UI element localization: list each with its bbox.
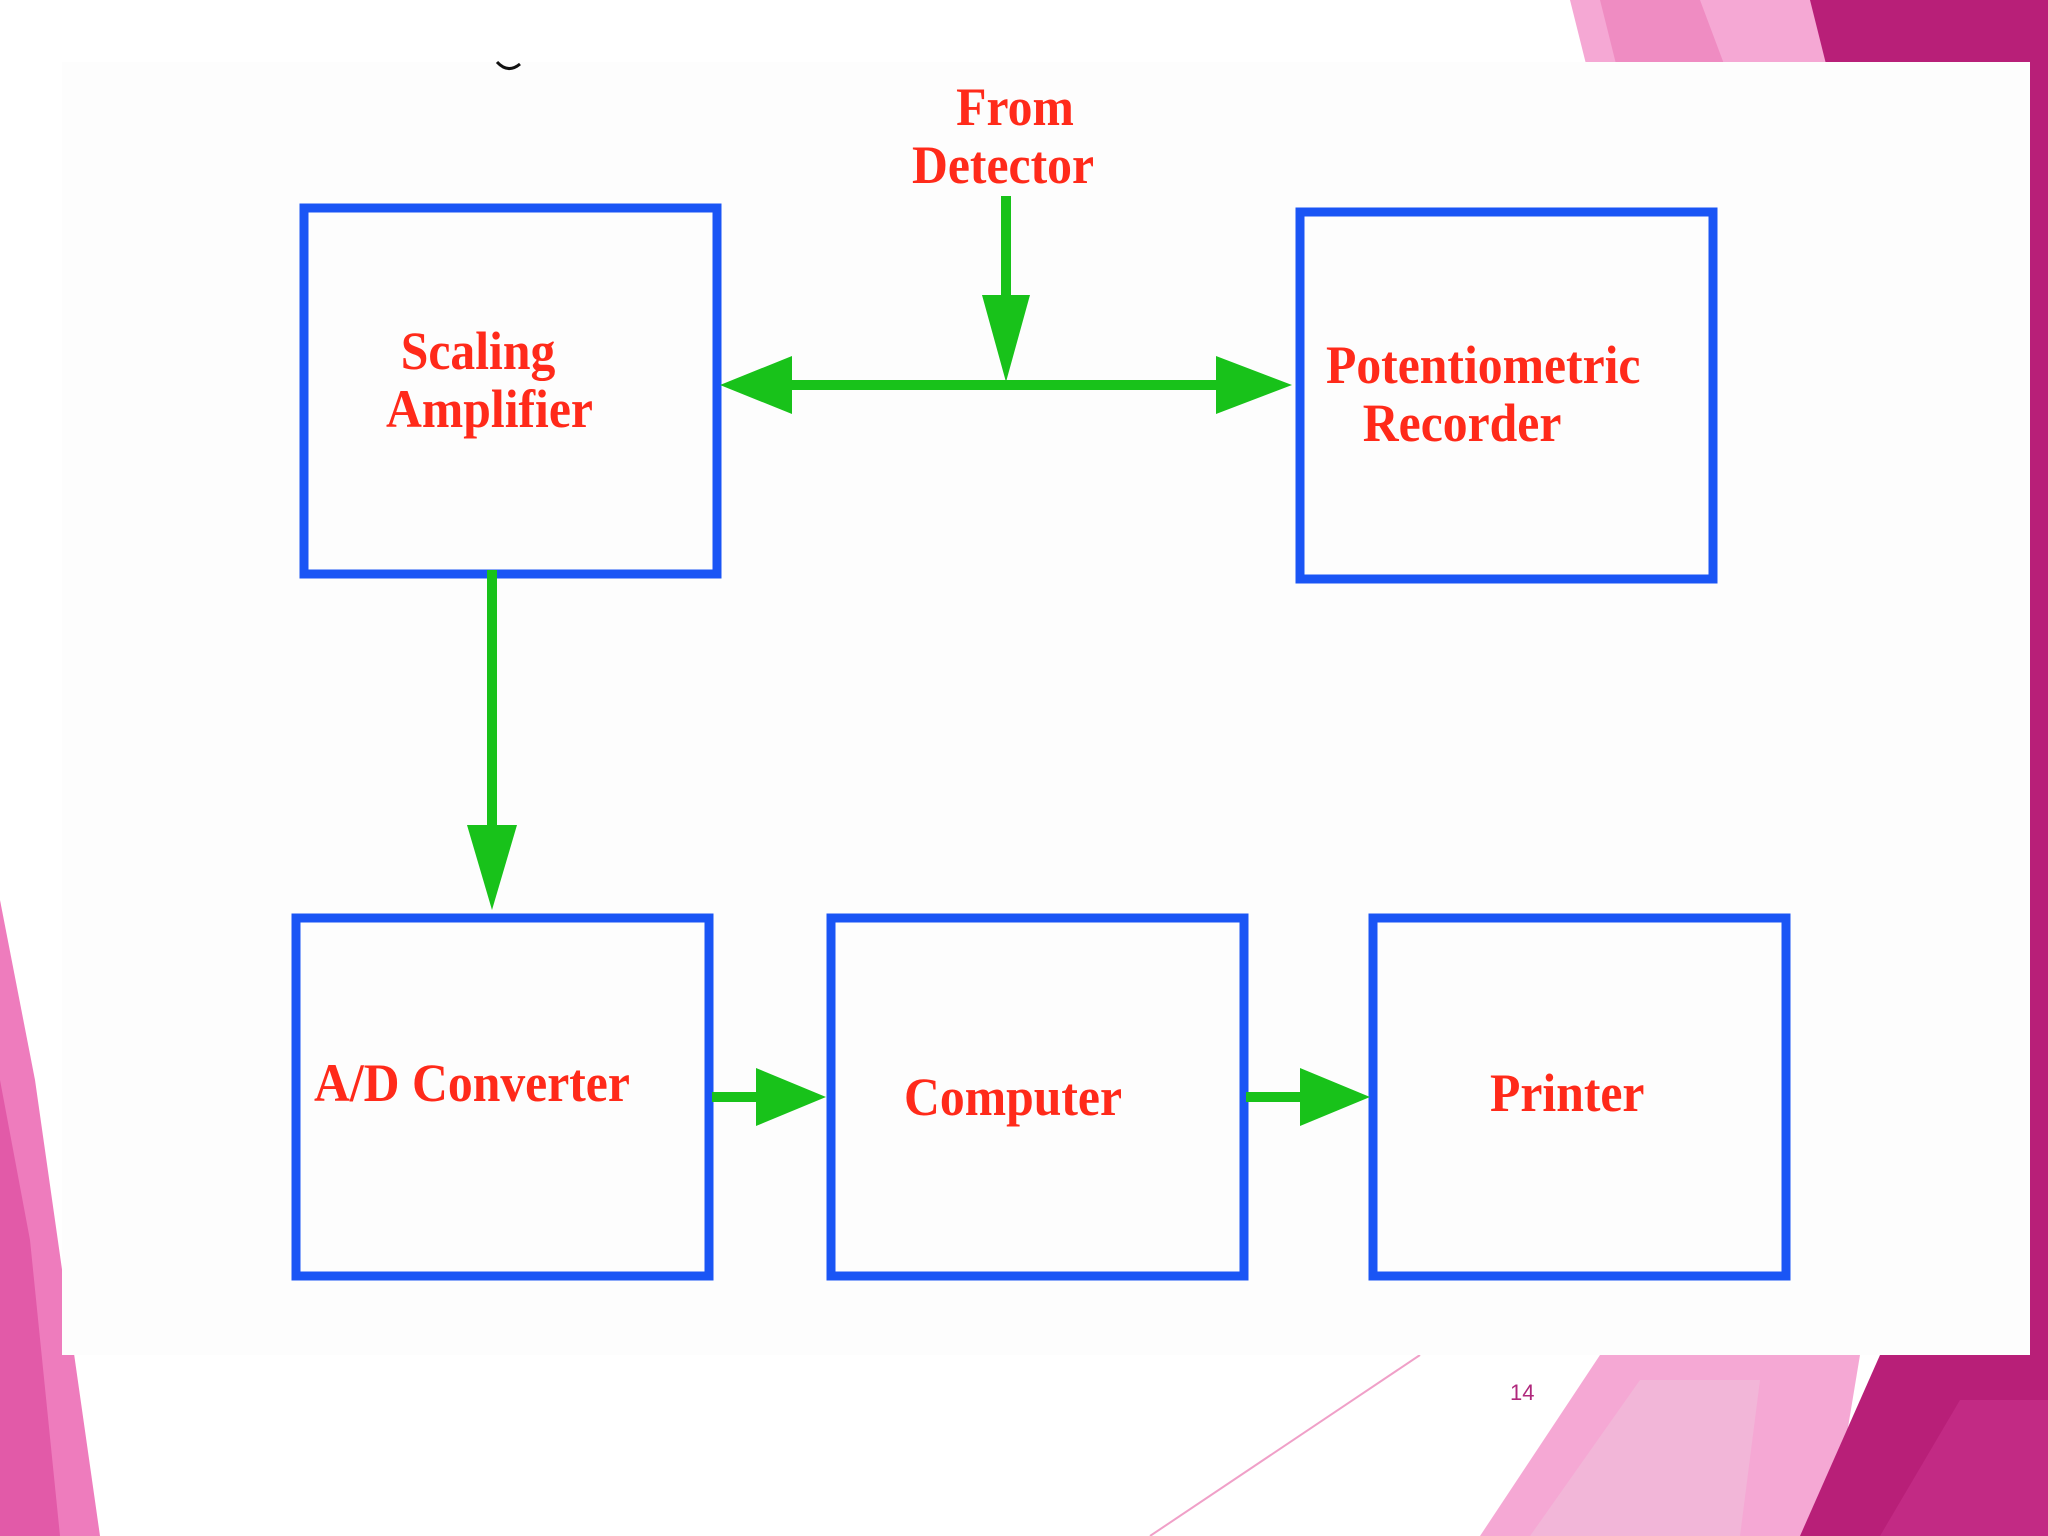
potentiometric-recorder-line1: Potentiometric bbox=[1326, 335, 1641, 395]
stray-mark bbox=[495, 60, 521, 70]
edge-computer-to-printer bbox=[1246, 1068, 1370, 1126]
from-detector-line2: Detector bbox=[912, 135, 1095, 195]
edge-amplifier-to-converter bbox=[467, 570, 517, 910]
potentiometric-recorder-label: Potentiometric Recorder bbox=[1326, 336, 1640, 452]
content-panel bbox=[62, 62, 2030, 1355]
edge-converter-to-computer bbox=[712, 1068, 826, 1126]
scaling-amplifier-line2: Amplifier bbox=[386, 379, 593, 439]
scaling-amplifier-label: Scaling Amplifier bbox=[386, 322, 593, 438]
potentiometric-recorder-line2: Recorder bbox=[1362, 393, 1562, 453]
decor-shape-bottom-right-dark bbox=[1880, 1400, 2048, 1536]
printer-label: Printer bbox=[1490, 1064, 1644, 1122]
computer-label: Computer bbox=[904, 1068, 1122, 1126]
decor-shape-right-strip bbox=[2030, 60, 2048, 1360]
node-ad-converter bbox=[291, 913, 714, 1281]
from-detector-line1: From bbox=[956, 77, 1074, 137]
node-scaling-amplifier bbox=[299, 203, 722, 579]
ad-converter-label: A/D Converter bbox=[314, 1054, 630, 1112]
edge-to-potentiometric-recorder bbox=[1006, 356, 1292, 414]
node-potentiometric-recorder bbox=[1295, 207, 1718, 584]
node-printer bbox=[1368, 913, 1791, 1281]
decor-shape-left-dark bbox=[0, 1080, 60, 1536]
page-number: 14 bbox=[1510, 1380, 1535, 1405]
decor-shape-bottom-mid bbox=[1530, 1380, 1760, 1536]
computer-line1: Computer bbox=[904, 1067, 1123, 1127]
from-detector-label: From Detector bbox=[912, 78, 1094, 194]
decor-shape-top-mid bbox=[1600, 0, 1730, 80]
scaling-amplifier-line1: Scaling bbox=[400, 321, 556, 381]
edge-detector-input bbox=[982, 196, 1030, 382]
decor-shape-top-dark bbox=[1810, 0, 2048, 80]
edge-to-scaling-amplifier bbox=[720, 356, 1006, 414]
printer-line1: Printer bbox=[1490, 1063, 1645, 1123]
node-computer bbox=[826, 913, 1249, 1281]
decor-line bbox=[1149, 1354, 1421, 1536]
ad-converter-line1: A/D Converter bbox=[314, 1053, 630, 1113]
